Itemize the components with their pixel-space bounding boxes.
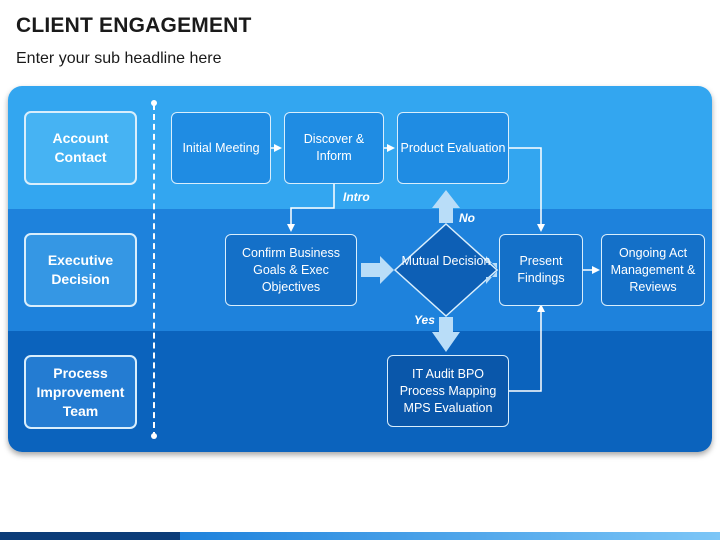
node-discover-inform: Discover & Inform xyxy=(284,112,384,184)
page-title: CLIENT ENGAGEMENT xyxy=(16,14,252,37)
node-product-evaluation: Product Evaluation xyxy=(397,112,509,184)
lane-label-account-contact: Account Contact xyxy=(24,111,137,185)
lane-divider xyxy=(153,104,155,438)
divider-dot-bottom xyxy=(151,433,157,439)
edge-label-no: No xyxy=(459,211,475,225)
block-arrow-decision-to-present xyxy=(486,256,498,284)
node-mutual-decision: Mutual Decision xyxy=(401,254,491,268)
node-initial-meeting: Initial Meeting xyxy=(171,112,271,184)
footer-bar-dark xyxy=(0,532,180,540)
lane-label-executive-decision: Executive Decision xyxy=(24,233,137,307)
page-subtitle: Enter your sub headline here xyxy=(16,50,222,67)
block-arrow-yes xyxy=(432,317,460,352)
arrow-product-to-present xyxy=(509,147,545,232)
edge-label-yes: Yes xyxy=(414,313,435,327)
divider-dot-top xyxy=(151,100,157,106)
node-it-audit: IT Audit BPO Process Mapping MPS Evaluat… xyxy=(387,355,509,427)
node-present-findings: Present Findings xyxy=(499,234,583,306)
node-confirm-goals: Confirm Business Goals & Exec Objectives xyxy=(225,234,357,306)
arrow-audit-to-present xyxy=(509,304,545,392)
footer-bar-light xyxy=(180,532,720,540)
lane-label-process-improvement: Process Improvement Team xyxy=(24,355,137,429)
edge-label-intro: Intro xyxy=(343,190,370,204)
decision-diamond xyxy=(393,222,499,318)
block-arrow-confirm-to-decision xyxy=(361,256,394,284)
arrow-discover-to-confirm xyxy=(287,184,335,232)
block-arrow-no xyxy=(432,190,460,223)
node-ongoing-act: Ongoing Act Management & Reviews xyxy=(601,234,705,306)
